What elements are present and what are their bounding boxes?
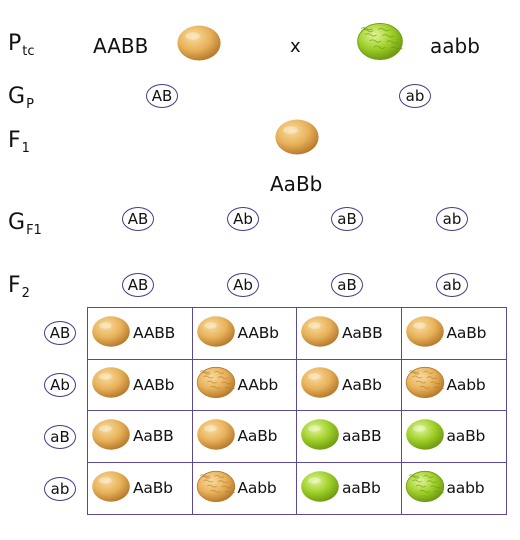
gf1-gamete: Ab — [227, 207, 259, 231]
cell-genotype: AaBB — [342, 324, 383, 343]
pea-icon — [405, 366, 445, 403]
pea-icon — [300, 470, 340, 507]
cell-genotype: Aabb — [237, 479, 277, 498]
pea-icon — [91, 366, 131, 403]
cell-genotype: AaBb — [446, 324, 487, 343]
cell-genotype: aabb — [446, 479, 485, 498]
f1-yellow-smooth-pea-icon — [274, 118, 320, 160]
punnett-cell: AaBB — [297, 308, 402, 360]
pea-icon — [300, 366, 340, 403]
pea-icon — [300, 315, 340, 352]
punnett-row-gamete: aB — [44, 425, 76, 449]
punnett-cell: AaBB — [88, 411, 193, 463]
pea-icon — [196, 418, 236, 455]
punnett-cell: aaBB — [297, 411, 402, 463]
f1-row-label: F1 — [8, 128, 30, 156]
pea-icon — [405, 418, 445, 455]
pea-icon — [196, 470, 236, 507]
pea-icon — [196, 366, 236, 403]
pea-icon — [300, 418, 340, 455]
cell-genotype: Aabb — [446, 375, 486, 394]
cell-genotype: AaBB — [133, 427, 174, 446]
punnett-row-gamete: Ab — [44, 373, 76, 397]
p-row-label: Ptc — [8, 31, 35, 59]
punnett-row-gamete: ab — [44, 477, 76, 501]
pea-icon — [91, 418, 131, 455]
punnett-cell: AABb — [192, 308, 297, 360]
punnett-cell: AaBb — [297, 359, 402, 411]
gp-gamete: AB — [146, 84, 178, 108]
punnett-cell: AABb — [88, 359, 193, 411]
pea-icon — [405, 315, 445, 352]
gf1-gamete: ab — [436, 207, 468, 231]
gf1-row-label: GF1 — [8, 210, 42, 238]
cell-genotype: AaBb — [133, 479, 173, 498]
cell-genotype: AABb — [133, 375, 175, 394]
cell-genotype: AAbb — [237, 375, 279, 394]
cross-symbol: x — [290, 36, 301, 57]
punnett-column-gamete: AB — [122, 273, 154, 297]
gp-gamete: ab — [399, 84, 431, 108]
yellow-smooth-pea-icon — [176, 24, 222, 66]
punnett-cell: AaBb — [401, 308, 506, 360]
parent-left-genotype: AABB — [93, 34, 149, 58]
punnett-cell: aabb — [402, 463, 507, 515]
pea-icon — [91, 470, 131, 507]
punnett-cell: Aabb — [193, 462, 297, 514]
f2-row-label: F2 — [8, 273, 30, 301]
gp-row-label: GP — [8, 84, 34, 112]
punnett-square: AABB AABb AaBB AaBb AABb — [87, 307, 507, 515]
punnett-cell: aaBb — [401, 411, 506, 463]
cell-genotype: AaBb — [237, 427, 278, 446]
punnett-cell: AaBb — [88, 462, 193, 514]
punnett-column-gamete: aB — [331, 273, 363, 297]
f1-genotype: AaBb — [270, 172, 323, 196]
punnett-column-gamete: Ab — [227, 273, 259, 297]
pea-icon — [196, 315, 236, 352]
pea-icon — [405, 470, 445, 507]
cell-genotype: aaBB — [342, 427, 382, 446]
punnett-column-gamete: ab — [436, 273, 468, 297]
parent-right-genotype: aabb — [430, 34, 480, 58]
cell-genotype: AABb — [237, 324, 280, 343]
punnett-cell: AAbb — [192, 359, 297, 411]
cell-genotype: aaBb — [342, 479, 381, 498]
punnett-cell: AABB — [88, 308, 193, 360]
cell-genotype: AaBb — [342, 375, 382, 394]
gf1-gamete: aB — [331, 207, 363, 231]
cell-genotype: aaBb — [446, 427, 486, 446]
gf1-gamete: AB — [122, 207, 154, 231]
punnett-row-gamete: AB — [44, 321, 76, 345]
pea-icon — [91, 315, 131, 352]
cell-genotype: AABB — [133, 324, 176, 343]
punnett-cell: Aabb — [401, 360, 506, 411]
punnett-cell: aaBb — [297, 462, 402, 514]
green-wrinkled-pea-icon — [356, 22, 404, 65]
punnett-cell: AaBb — [192, 411, 297, 463]
